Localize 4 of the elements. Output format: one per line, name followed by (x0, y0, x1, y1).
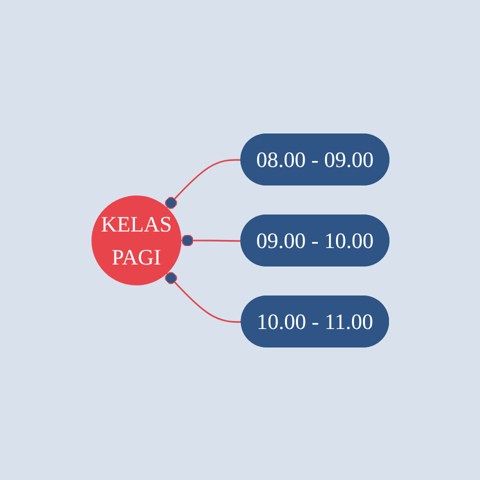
connector (164, 272, 242, 322)
connector (180, 234, 241, 246)
node-circle: KELAS PAGI (91, 195, 181, 285)
connector (164, 158, 241, 208)
